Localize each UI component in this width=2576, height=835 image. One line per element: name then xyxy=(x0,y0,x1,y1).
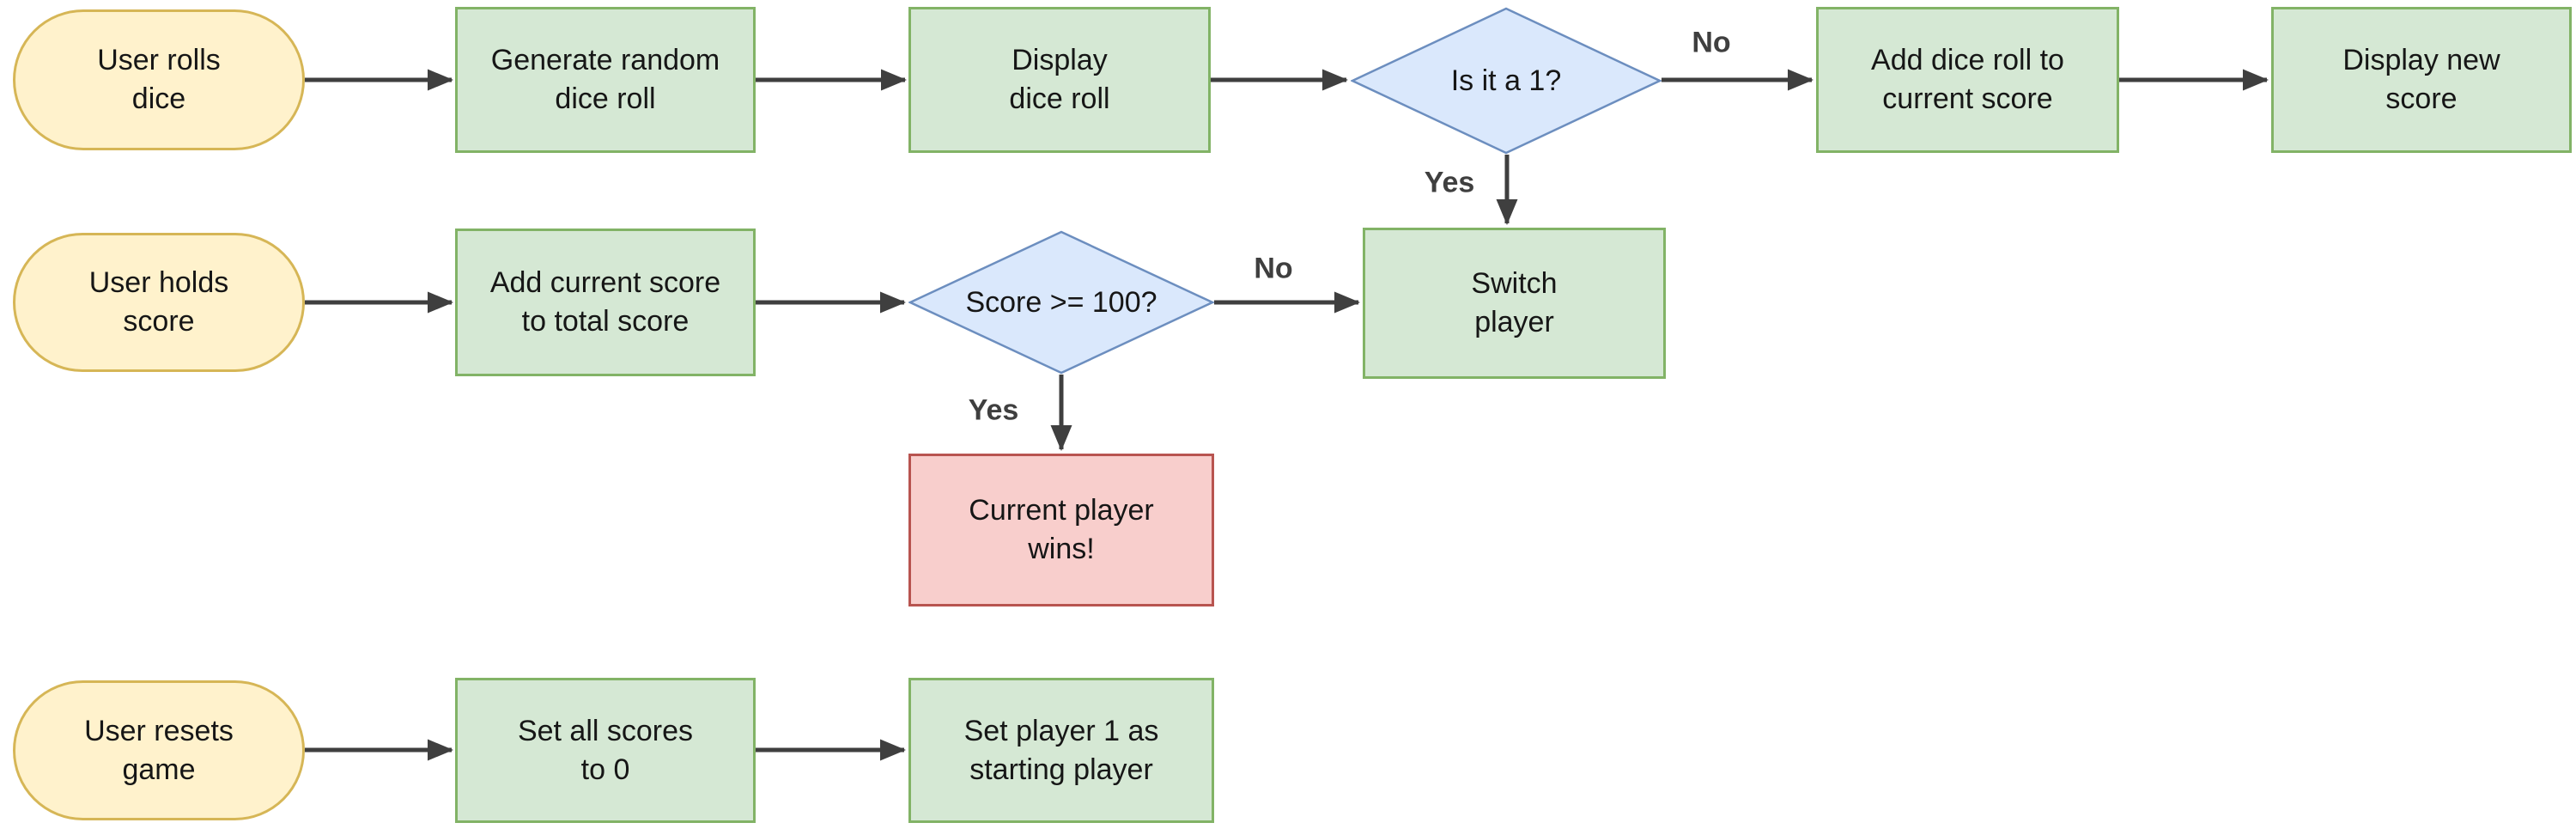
node-label: Set all scores to 0 xyxy=(517,714,694,786)
edge-label-no-score: No xyxy=(1254,252,1293,285)
node-label: Switch player xyxy=(1471,267,1558,338)
node-label: User resets game xyxy=(84,714,234,786)
node-current-player-wins: Current player wins! xyxy=(908,454,1214,606)
node-switch-player: Switch player xyxy=(1363,228,1666,379)
diamond-shape xyxy=(1351,7,1662,155)
node-label: Add dice roll to current score xyxy=(1871,44,2064,115)
node-set-all-scores-to-0: Set all scores to 0 xyxy=(455,678,756,823)
node-user-holds-score: User holds score xyxy=(13,233,305,372)
node-user-rolls-dice: User rolls dice xyxy=(13,9,305,150)
node-add-dice-roll-to-current-score: Add dice roll to current score xyxy=(1816,7,2119,153)
node-label: Set player 1 as starting player xyxy=(963,714,1159,786)
node-display-dice-roll: Display dice roll xyxy=(908,7,1211,153)
edge-label-yes-score: Yes xyxy=(968,393,1019,427)
node-display-new-score: Display new score xyxy=(2271,7,2572,153)
node-label: Add current score to total score xyxy=(489,266,721,338)
node-add-current-score-to-total-score: Add current score to total score xyxy=(455,229,756,376)
node-is-it-a-1: Is it a 1? xyxy=(1351,7,1662,155)
diamond-shape xyxy=(908,230,1214,375)
node-generate-random-dice-roll: Generate random dice roll xyxy=(455,7,756,153)
node-label: Generate random dice roll xyxy=(490,44,720,115)
node-label: Display dice roll xyxy=(1009,44,1110,115)
edge-label-no-roll: No xyxy=(1692,26,1731,59)
node-label: Score >= 100? xyxy=(965,285,1157,319)
node-score-gte-100: Score >= 100? xyxy=(908,230,1214,375)
node-label: User holds score xyxy=(88,266,229,338)
node-user-resets-game: User resets game xyxy=(13,680,305,820)
edge-label-yes-roll: Yes xyxy=(1424,166,1475,199)
node-label: User rolls dice xyxy=(97,44,221,115)
node-label: Display new score xyxy=(2342,44,2500,115)
node-label: Is it a 1? xyxy=(1450,64,1562,97)
node-label: Current player wins! xyxy=(969,494,1154,565)
node-set-player-1-as-starting-player: Set player 1 as starting player xyxy=(908,678,1214,823)
